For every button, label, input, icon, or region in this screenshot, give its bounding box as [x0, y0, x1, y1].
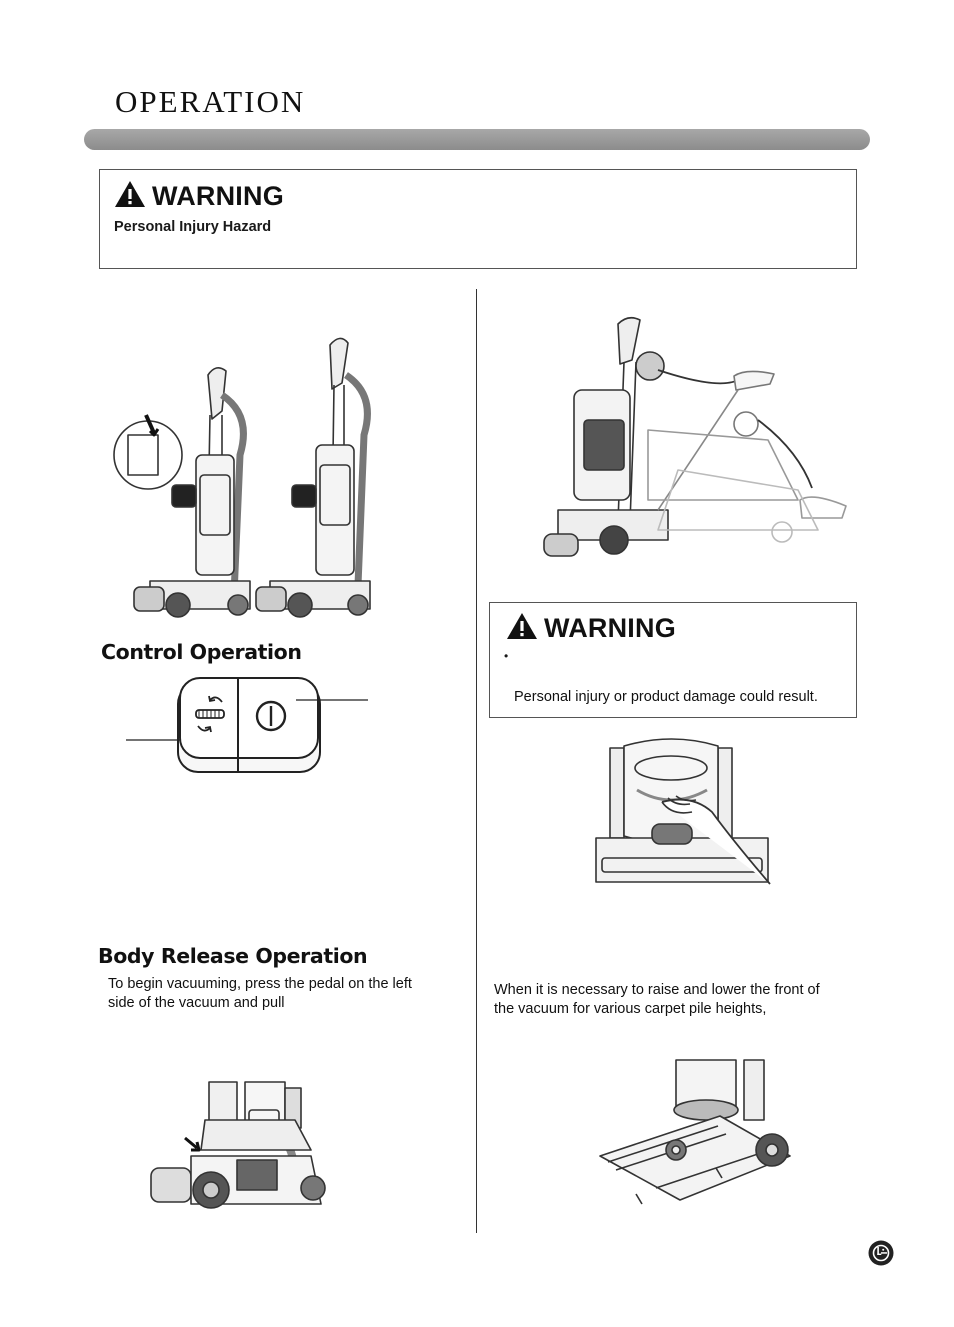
body-release-line1: To begin vacuuming, press the pedal on t… — [108, 976, 412, 992]
pedal-release-illustration — [150, 1081, 326, 1209]
top-warning-subtitle: Personal Injury Hazard — [114, 219, 272, 235]
body-release-heading: Body Release Operation — [98, 944, 368, 968]
power-icon — [255, 700, 287, 732]
brushroll-rotation-icon — [195, 695, 225, 733]
column-divider — [476, 289, 477, 1233]
upright-vacuum-illustration — [113, 337, 371, 618]
handle-recline-illustration — [543, 316, 847, 557]
brand-logo-icon — [868, 1240, 894, 1266]
height-adjust-line1: When it is necessary to raise and lower … — [494, 982, 820, 998]
header-bar — [84, 129, 870, 150]
top-warning-heading: WARNING — [114, 180, 284, 212]
warning-triangle-icon — [115, 181, 145, 207]
top-warning-title: WARNING — [152, 181, 284, 211]
top-warning-box: WARNING Personal Injury Hazard — [99, 169, 857, 269]
right-warning-heading: WARNING — [506, 612, 676, 644]
right-warning-title: WARNING — [544, 613, 676, 643]
control-panel-illustration — [126, 677, 368, 773]
right-warning-bullet: • — [504, 649, 509, 663]
right-warning-note: Personal injury or product damage could … — [514, 689, 818, 705]
right-warning-box: WARNING • Personal injury or product dam… — [489, 602, 857, 718]
body-release-line2: side of the vacuum and pull — [108, 995, 285, 1011]
control-operation-heading: Control Operation — [101, 640, 302, 664]
page-title: OPERATION — [115, 84, 306, 119]
warning-triangle-icon — [507, 613, 537, 639]
height-adjust-line2: the vacuum for various carpet pile heigh… — [494, 1001, 767, 1017]
brushroll-hand-illustration — [595, 738, 771, 885]
height-adjust-illustration — [599, 1059, 791, 1205]
